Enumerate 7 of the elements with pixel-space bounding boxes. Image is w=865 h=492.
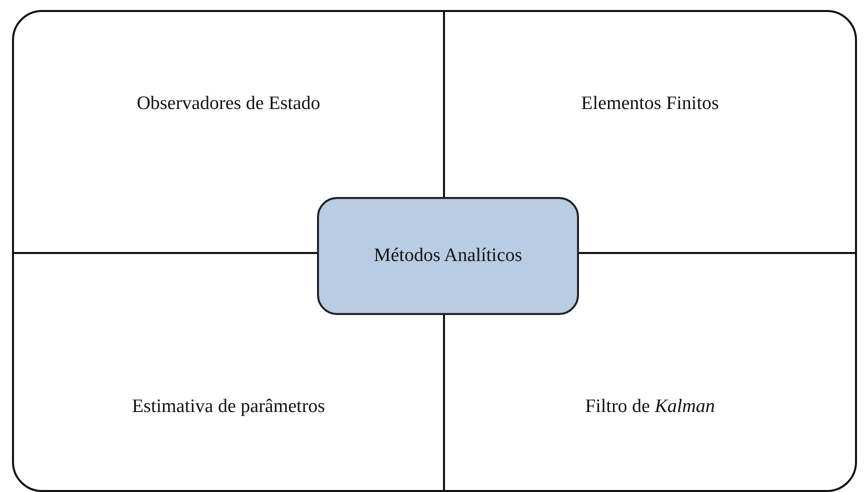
node-label: Filtro de Kalman (585, 395, 715, 419)
outer-frame (12, 10, 857, 492)
node-label: Observadores de Estado (136, 92, 320, 116)
center-box (317, 197, 579, 315)
node-label: Elementos Finitos (581, 92, 719, 116)
node-label: Métodos Analíticos (374, 244, 522, 268)
node-label: Estimativa de parâmetros (132, 395, 326, 419)
